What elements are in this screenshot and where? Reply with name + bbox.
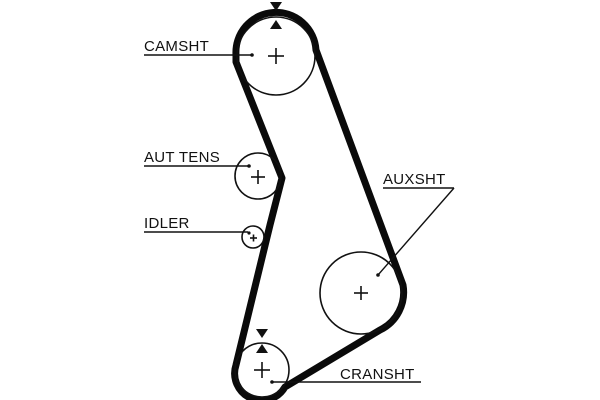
leader-auxsht-diag [377, 187, 455, 276]
tensioner-pulley-circle [234, 152, 282, 200]
crankshaft-timing-mark-outer-icon [256, 329, 268, 338]
crankshaft-timing-mark-inner-icon [256, 344, 268, 353]
label-aut-tens-group: AUT TENS [144, 149, 251, 168]
camshaft-timing-mark-inner-icon [270, 20, 282, 29]
label-auxsht-group: AUXSHT [376, 171, 455, 277]
camshaft-pulley-circle [236, 16, 316, 96]
timing-belt [231, 9, 408, 400]
label-idler-group: IDLER [144, 215, 251, 235]
leader-dot-idler [247, 231, 251, 235]
label-camsht: CAMSHT [144, 38, 209, 55]
idler-pulley [241, 225, 265, 249]
label-cransht: CRANSHT [340, 366, 415, 383]
label-auxsht: AUXSHT [383, 171, 446, 188]
idler-pulley-circle [241, 225, 265, 249]
label-cransht-group: CRANSHT [270, 366, 421, 384]
camshaft-timing-mark-outer-icon [270, 2, 282, 11]
label-idler: IDLER [144, 215, 190, 232]
leader-dot-camsht [250, 53, 254, 57]
auxsht-pulley-circle [319, 251, 403, 335]
auxiliary-shaft-pulley [319, 251, 403, 335]
auto-tensioner-pulley [234, 152, 282, 200]
crankshaft-pulley-circle [234, 342, 290, 398]
leader-dot-auxsht [376, 273, 380, 277]
crankshaft-pulley [234, 329, 290, 398]
leader-dot-cransht [270, 380, 274, 384]
camshaft-pulley [236, 2, 316, 96]
label-camsht-group: CAMSHT [144, 38, 254, 57]
leader-dot-aut-tens [247, 164, 251, 168]
label-aut-tens: AUT TENS [144, 149, 220, 166]
